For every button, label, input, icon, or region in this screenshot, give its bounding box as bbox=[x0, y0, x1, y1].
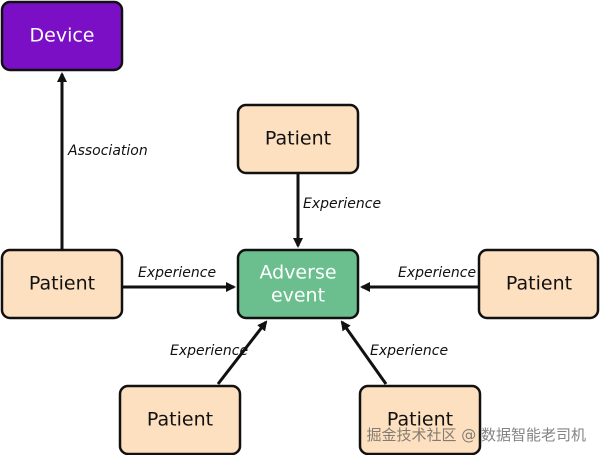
edge-experience-bottom-left bbox=[216, 320, 268, 385]
edge-experience-bottom-right bbox=[340, 320, 388, 385]
node-patient-left: Patient bbox=[0, 248, 124, 320]
edge-label-experience-top: Experience bbox=[303, 196, 381, 212]
edge-label-experience-bottom-right: Experience bbox=[370, 343, 448, 359]
node-patient-bottom-right-label: Patient bbox=[387, 409, 453, 431]
node-adverse-event-label-line2: event bbox=[271, 285, 325, 307]
node-patient-right-label: Patient bbox=[506, 273, 572, 295]
node-patient-top-label: Patient bbox=[265, 128, 331, 150]
node-adverse-event-box bbox=[236, 248, 360, 320]
edge-label-experience-bottom-left: Experience bbox=[170, 343, 248, 359]
node-device-box bbox=[0, 0, 124, 72]
node-patient-top: Patient bbox=[236, 103, 360, 175]
node-patient-bottom-left-box bbox=[118, 384, 242, 455]
node-patient-bottom-right: Patient bbox=[358, 384, 482, 455]
node-adverse-event-label-line1: Adverse bbox=[259, 262, 336, 284]
watermark-text: 掘金技术社区 @ 数据智能老司机 bbox=[366, 426, 586, 444]
node-patient-bottom-right-box bbox=[358, 384, 482, 455]
node-patient-left-label: Patient bbox=[29, 273, 95, 295]
node-device-label: Device bbox=[30, 25, 95, 47]
node-patient-right: Patient bbox=[477, 248, 600, 320]
node-patient-right-box bbox=[477, 248, 600, 320]
node-device: Device bbox=[0, 0, 124, 72]
node-patient-top-box bbox=[236, 103, 360, 175]
node-patient-bottom-left-label: Patient bbox=[147, 409, 213, 431]
node-patient-bottom-left: Patient bbox=[118, 384, 242, 455]
node-adverse-event: Adverse event bbox=[236, 248, 360, 320]
edge-label-experience-left: Experience bbox=[138, 265, 216, 281]
node-patient-left-box bbox=[0, 248, 124, 320]
edge-label-association: Association bbox=[67, 143, 148, 159]
edge-label-experience-right: Experience bbox=[398, 265, 476, 281]
